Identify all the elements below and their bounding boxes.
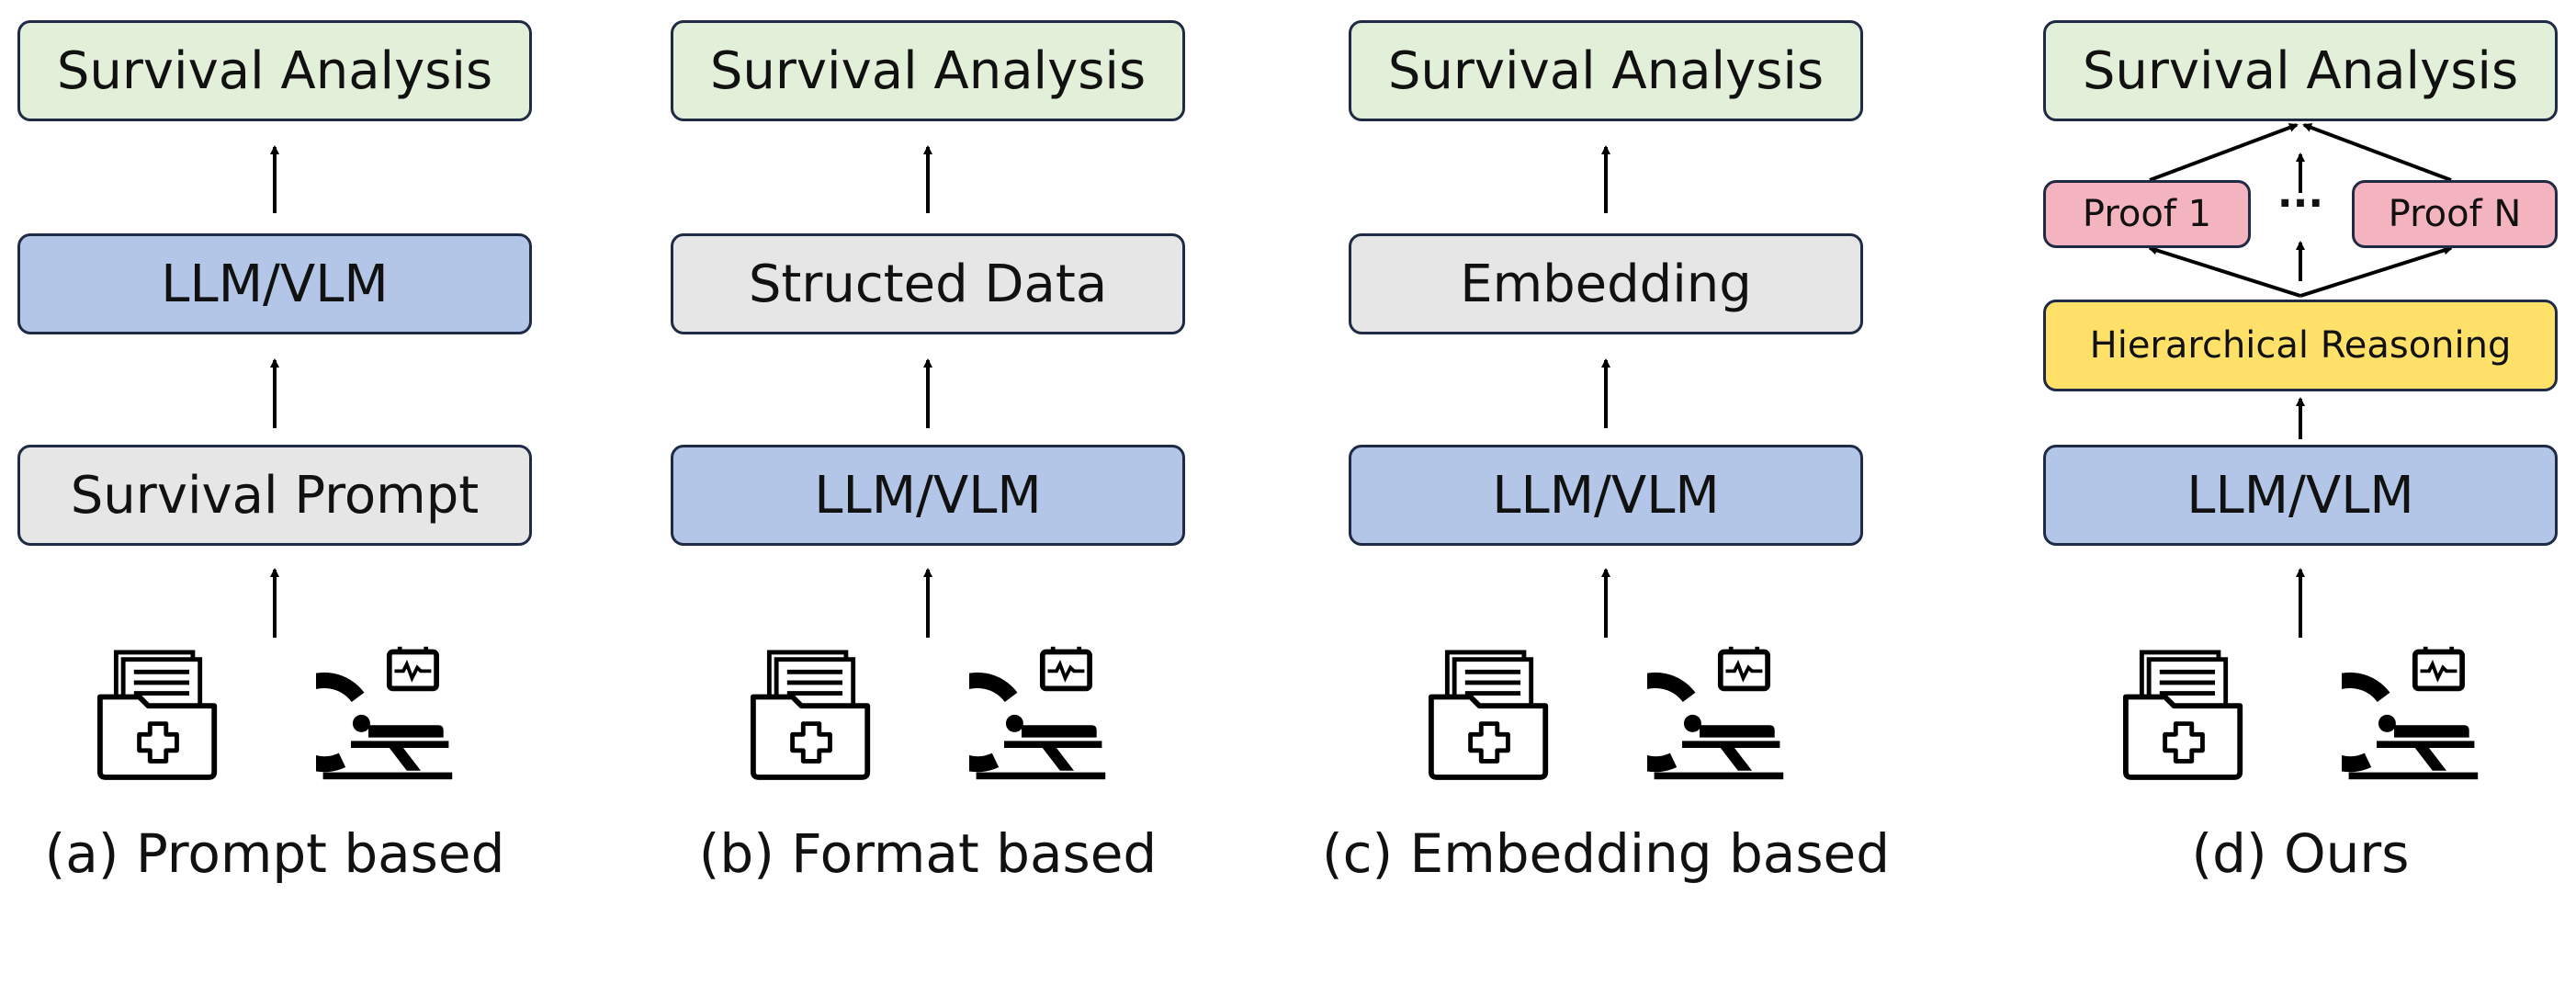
bottom-stage-box: LLM/VLM <box>1349 445 1863 546</box>
medical-record-folder-icon <box>1431 652 1545 777</box>
proof-to-survival-arrow <box>2302 123 2452 182</box>
proof-ellipsis: ··· <box>2277 180 2324 227</box>
hierarchical-reasoning-box: Hierarchical Reasoning <box>2043 300 2558 391</box>
bottom-stage-box: Survival Prompt <box>17 445 532 546</box>
ct-scanner-icon <box>1613 647 1783 779</box>
panel-caption: (a) Prompt based <box>44 822 505 885</box>
survival-analysis-box: Survival Analysis <box>17 20 532 121</box>
medical-record-folder-icon <box>100 652 214 777</box>
reasoning-to-proof-arrow <box>2299 245 2453 298</box>
medical-record-folder-icon <box>753 652 867 777</box>
reasoning-to-proof-arrow <box>2148 245 2301 298</box>
panel-caption: (d) Ours <box>2191 822 2410 885</box>
survival-analysis-box: Survival Analysis <box>1349 20 1863 121</box>
proof-1-box: Proof 1 <box>2043 180 2251 248</box>
medical-record-folder-icon <box>2126 652 2240 777</box>
middle-stage-box: Structed Data <box>671 233 1185 334</box>
proof-to-survival-arrow <box>2149 123 2299 182</box>
proof-n-box: Proof N <box>2352 180 2558 248</box>
ct-scanner-icon <box>2308 647 2478 779</box>
ct-scanner-icon <box>282 647 452 779</box>
llm-vlm-box: LLM/VLM <box>2043 445 2558 546</box>
middle-stage-box: LLM/VLM <box>17 233 532 334</box>
middle-stage-box: Embedding <box>1349 233 1863 334</box>
panel-caption: (c) Embedding based <box>1321 822 1891 885</box>
survival-analysis-box: Survival Analysis <box>671 20 1185 121</box>
survival-analysis-box: Survival Analysis <box>2043 20 2558 121</box>
bottom-stage-box: LLM/VLM <box>671 445 1185 546</box>
panel-caption: (b) Format based <box>698 822 1158 885</box>
ct-scanner-icon <box>935 647 1105 779</box>
